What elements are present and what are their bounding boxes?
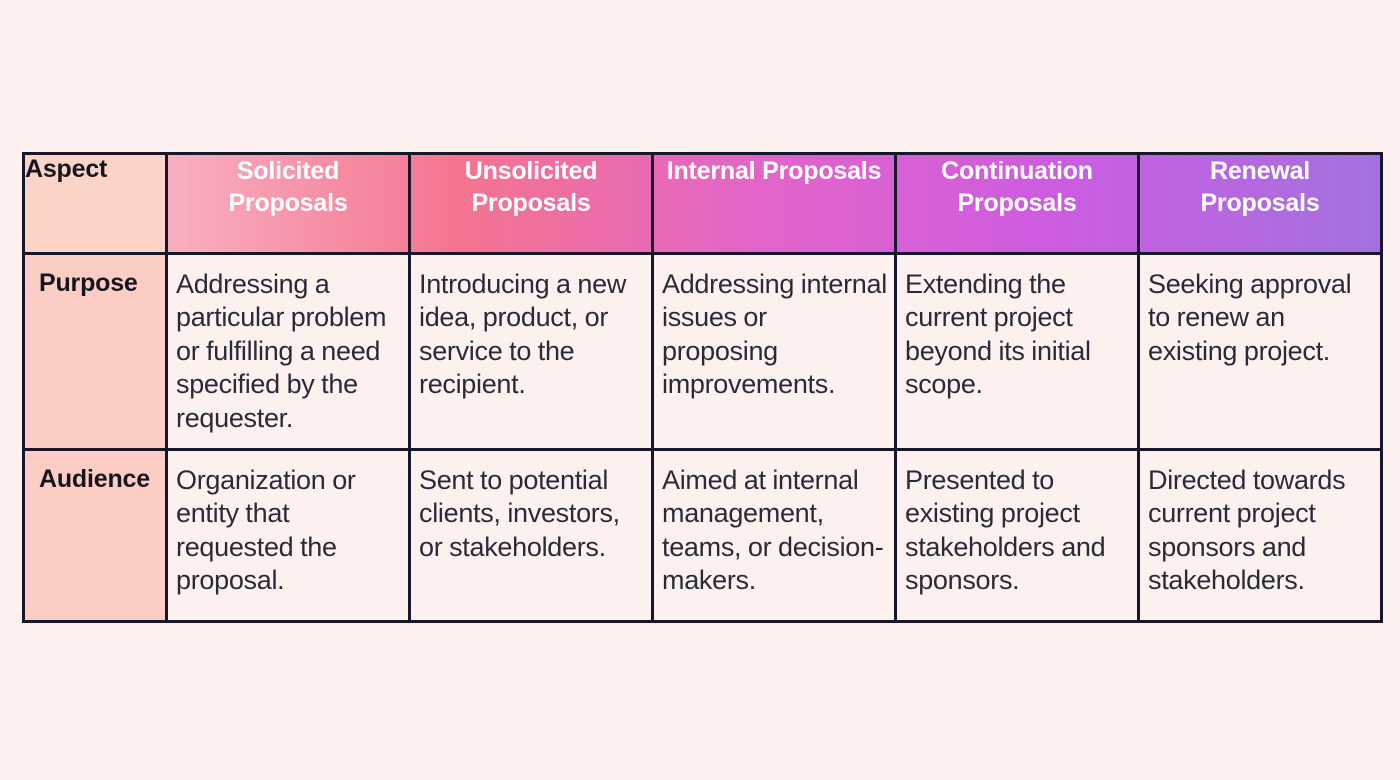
table-header: Aspect Solicited Proposals Unsolicited P… xyxy=(22,152,1383,255)
cell-purpose-internal: Addressing internal issues or proposing … xyxy=(651,252,897,451)
proposal-types-comparison-table: Aspect Solicited Proposals Unsolicited P… xyxy=(22,152,1383,623)
cell-purpose-renewal-text: Seeking approval to renew an existing pr… xyxy=(1148,269,1352,366)
cell-purpose-unsolicited-text: Introducing a new idea, product, or serv… xyxy=(419,269,627,400)
row-label-purpose-text: Purpose xyxy=(39,269,138,297)
column-header-internal-label: Internal Proposals xyxy=(666,157,882,185)
cell-audience-internal-text: Aimed at internal management, teams, or … xyxy=(662,465,884,596)
cell-audience-renewal: Directed towards current project sponsor… xyxy=(1137,448,1383,623)
column-header-aspect: Aspect xyxy=(22,152,168,255)
column-header-renewal-label: Renewal Proposals xyxy=(1200,157,1320,217)
comparison-table-container: Aspect Solicited Proposals Unsolicited P… xyxy=(22,152,1383,623)
column-header-unsolicited: Unsolicited Proposals xyxy=(408,152,654,255)
cell-audience-unsolicited-text: Sent to potential clients, investors, or… xyxy=(419,465,620,562)
cell-purpose-unsolicited: Introducing a new idea, product, or serv… xyxy=(408,252,654,451)
row-label-purpose: Purpose xyxy=(22,252,168,451)
cell-purpose-solicited-text: Addressing a particular problem or fulfi… xyxy=(176,269,387,433)
cell-purpose-solicited: Addressing a particular problem or fulfi… xyxy=(165,252,411,451)
cell-purpose-internal-text: Addressing internal issues or proposing … xyxy=(662,269,887,400)
column-header-internal: Internal Proposals xyxy=(651,152,897,255)
cell-audience-unsolicited: Sent to potential clients, investors, or… xyxy=(408,448,654,623)
cell-audience-renewal-text: Directed towards current project sponsor… xyxy=(1148,465,1346,596)
column-header-unsolicited-label: Unsolicited Proposals xyxy=(464,157,598,217)
cell-audience-solicited: Organization or entity that requested th… xyxy=(165,448,411,623)
cell-audience-solicited-text: Organization or entity that requested th… xyxy=(176,465,356,596)
cell-purpose-continuation-text: Extending the current project beyond its… xyxy=(905,269,1091,400)
row-label-audience: Audience xyxy=(22,448,168,623)
column-header-renewal: Renewal Proposals xyxy=(1137,152,1383,255)
cell-audience-internal: Aimed at internal management, teams, or … xyxy=(651,448,897,623)
cell-purpose-continuation: Extending the current project beyond its… xyxy=(894,252,1140,451)
column-header-solicited-label: Solicited Proposals xyxy=(228,157,348,217)
column-header-solicited: Solicited Proposals xyxy=(165,152,411,255)
row-label-audience-text: Audience xyxy=(39,465,150,493)
table-row: Purpose Addressing a particular problem … xyxy=(22,252,1383,451)
cell-purpose-renewal: Seeking approval to renew an existing pr… xyxy=(1137,252,1383,451)
cell-audience-continuation-text: Presented to existing project stakeholde… xyxy=(905,465,1106,596)
table-row: Audience Organization or entity that req… xyxy=(22,448,1383,623)
header-row: Aspect Solicited Proposals Unsolicited P… xyxy=(22,152,1383,255)
table-body: Purpose Addressing a particular problem … xyxy=(22,252,1383,623)
column-header-continuation-label: Continuation Proposals xyxy=(941,157,1093,217)
column-header-continuation: Continuation Proposals xyxy=(894,152,1140,255)
column-header-aspect-label: Aspect xyxy=(25,155,108,183)
cell-audience-continuation: Presented to existing project stakeholde… xyxy=(894,448,1140,623)
